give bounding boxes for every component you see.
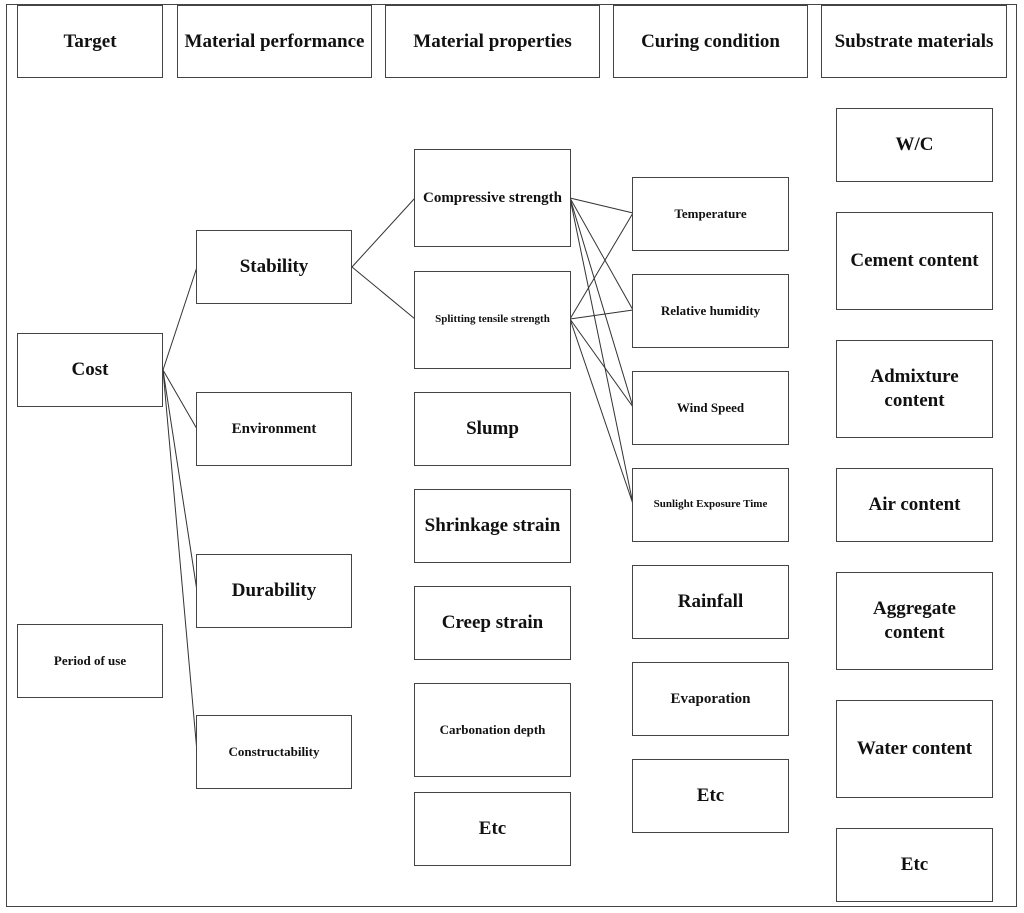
link-compressive-humidity <box>569 197 634 311</box>
node-wind-speed: Wind Speed <box>632 371 789 445</box>
node-constructability: Constructability <box>196 715 352 789</box>
node-admixture-content: Admixture content <box>836 340 993 438</box>
link-splitting-sunlight <box>569 318 634 505</box>
header-material-performance: Material performance <box>177 5 372 78</box>
node-curing-etc: Etc <box>632 759 789 833</box>
header-target: Target <box>17 5 163 78</box>
diagram-frame <box>6 4 1017 907</box>
header-substrate-materials: Substrate materials <box>821 5 1007 78</box>
node-environment: Environment <box>196 392 352 466</box>
node-temperature: Temperature <box>632 177 789 251</box>
node-evaporation: Evaporation <box>632 662 789 736</box>
node-splitting-tensile-strength: Splitting tensile strength <box>414 271 571 369</box>
node-stability: Stability <box>196 230 352 304</box>
link-stability-compressive <box>351 197 416 268</box>
link-cost-constructability <box>162 369 198 753</box>
link-compressive-wind <box>569 197 634 408</box>
node-slump: Slump <box>414 392 571 466</box>
node-shrinkage-strain: Shrinkage strain <box>414 489 571 563</box>
node-sunlight-exposure-time: Sunlight Exposure Time <box>632 468 789 542</box>
node-relative-humidity: Relative humidity <box>632 274 789 348</box>
node-substrate-etc: Etc <box>836 828 993 902</box>
link-splitting-humidity <box>569 309 634 320</box>
node-cement-content: Cement content <box>836 212 993 310</box>
node-carbonation-depth: Carbonation depth <box>414 683 571 777</box>
node-durability: Durability <box>196 554 352 628</box>
node-creep-strain: Creep strain <box>414 586 571 660</box>
node-cost: Cost <box>17 333 163 407</box>
node-air-content: Air content <box>836 468 993 542</box>
link-cost-environment <box>162 369 198 430</box>
node-water-content: Water content <box>836 700 993 798</box>
node-aggregate-content: Aggregate content <box>836 572 993 670</box>
node-compressive-strength: Compressive strength <box>414 149 571 247</box>
link-splitting-temperature <box>569 212 634 320</box>
node-properties-etc: Etc <box>414 792 571 866</box>
node-wc: W/C <box>836 108 993 182</box>
link-stability-splitting <box>351 266 416 320</box>
link-cost-durability <box>162 369 198 592</box>
link-splitting-wind <box>569 318 634 408</box>
header-material-properties: Material properties <box>385 5 600 78</box>
node-period-of-use: Period of use <box>17 624 163 698</box>
node-rainfall: Rainfall <box>632 565 789 639</box>
link-compressive-sunlight <box>569 197 634 505</box>
header-curing-condition: Curing condition <box>613 5 808 78</box>
link-compressive-temperature <box>569 197 634 214</box>
link-cost-stability <box>162 266 198 371</box>
